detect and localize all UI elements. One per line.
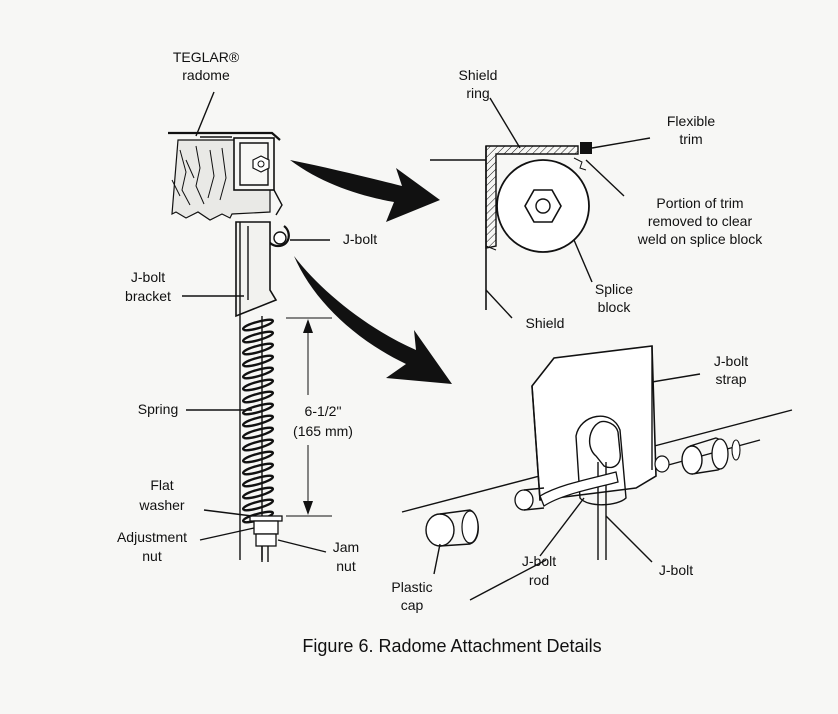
spring-coil <box>242 414 274 428</box>
spring-coil <box>242 378 274 392</box>
label-portion-trim-line1: Portion of trim <box>656 195 743 211</box>
label-jam-nut-line1: Jam <box>333 539 359 555</box>
label-flat-washer-line1: Flat <box>150 477 173 493</box>
spring-coil <box>242 474 274 488</box>
flexible-trim <box>580 142 592 154</box>
spring-coil <box>242 390 274 404</box>
spring-coil <box>242 450 274 464</box>
label-flexible-trim-line1: Flexible <box>667 113 715 129</box>
label-teglar-radome-line1: TEGLAR® <box>173 49 240 65</box>
label-splice-block-line1: Splice <box>595 281 633 297</box>
label-j-bolt-bracket-line2: bracket <box>125 288 171 304</box>
adjustment-nut <box>253 520 279 535</box>
plastic-cap-right <box>681 437 741 475</box>
figure-caption: Figure 6. Radome Attachment Details <box>302 636 601 656</box>
spring-coil <box>242 318 274 332</box>
label-adjustment-nut-line2: nut <box>142 548 162 564</box>
plastic-cap-left <box>425 509 479 547</box>
labels: TEGLAR® radome Shield ring Flexible trim… <box>117 49 763 613</box>
label-dimension-inches: 6-1/2" <box>305 403 342 419</box>
spring-coil <box>242 354 274 368</box>
label-j-bolt-rod-line1: J-bolt <box>522 553 556 569</box>
flat-washer <box>249 515 283 522</box>
label-flat-washer-line2: washer <box>138 497 184 513</box>
spring-coil <box>242 366 274 380</box>
detail-arrow-top <box>290 160 440 222</box>
j-bolt-bracket <box>235 221 278 318</box>
label-shield: Shield <box>526 315 565 331</box>
label-teglar-radome-line2: radome <box>182 67 230 83</box>
label-shield-ring-line1: Shield <box>459 67 498 83</box>
j-bolt <box>589 420 621 469</box>
left-assembly <box>168 131 290 562</box>
rod-end-right <box>654 455 670 473</box>
spring-coil <box>242 438 274 452</box>
left-leaders <box>182 91 330 553</box>
label-splice-block-line2: block <box>598 299 632 315</box>
dimension-marker <box>286 317 332 517</box>
spring-coil <box>242 462 274 476</box>
label-portion-trim-line3: weld on splice block <box>637 231 764 247</box>
label-flexible-trim-line2: trim <box>679 131 702 147</box>
spring <box>242 318 274 524</box>
j-bolt-strap-detail <box>401 345 793 601</box>
radome-skin <box>168 131 281 141</box>
label-shield-ring-line2: ring <box>466 85 489 101</box>
label-dimension-mm: (165 mm) <box>293 423 353 439</box>
label-j-bolt-bottom: J-bolt <box>659 562 693 578</box>
label-spring: Spring <box>138 401 178 417</box>
spring-coil <box>242 426 274 440</box>
label-plastic-cap-line2: cap <box>401 597 424 613</box>
spring-coil <box>242 330 274 344</box>
jam-nut <box>255 533 277 547</box>
spring-coil <box>242 402 274 416</box>
spring-coil <box>242 342 274 356</box>
label-plastic-cap-line1: Plastic <box>391 579 432 595</box>
label-j-bolt-strap-line1: J-bolt <box>714 353 748 369</box>
rod-end-left <box>514 487 545 511</box>
label-j-bolt-strap-line2: strap <box>715 371 746 387</box>
spring-coil <box>242 498 274 512</box>
label-j-bolt-bracket-line1: J-bolt <box>131 269 165 285</box>
label-adjustment-nut-line1: Adjustment <box>117 529 187 545</box>
label-j-bolt-rod-line2: rod <box>529 572 549 588</box>
shield-ring-detail <box>430 97 651 319</box>
detail-arrow-bottom <box>294 256 452 384</box>
label-j-bolt-top: J-bolt <box>343 231 377 247</box>
spring-coil <box>242 486 274 500</box>
label-jam-nut-line2: nut <box>336 558 356 574</box>
j-bolt-rod <box>539 471 619 507</box>
label-portion-trim-line2: removed to clear <box>648 213 753 229</box>
